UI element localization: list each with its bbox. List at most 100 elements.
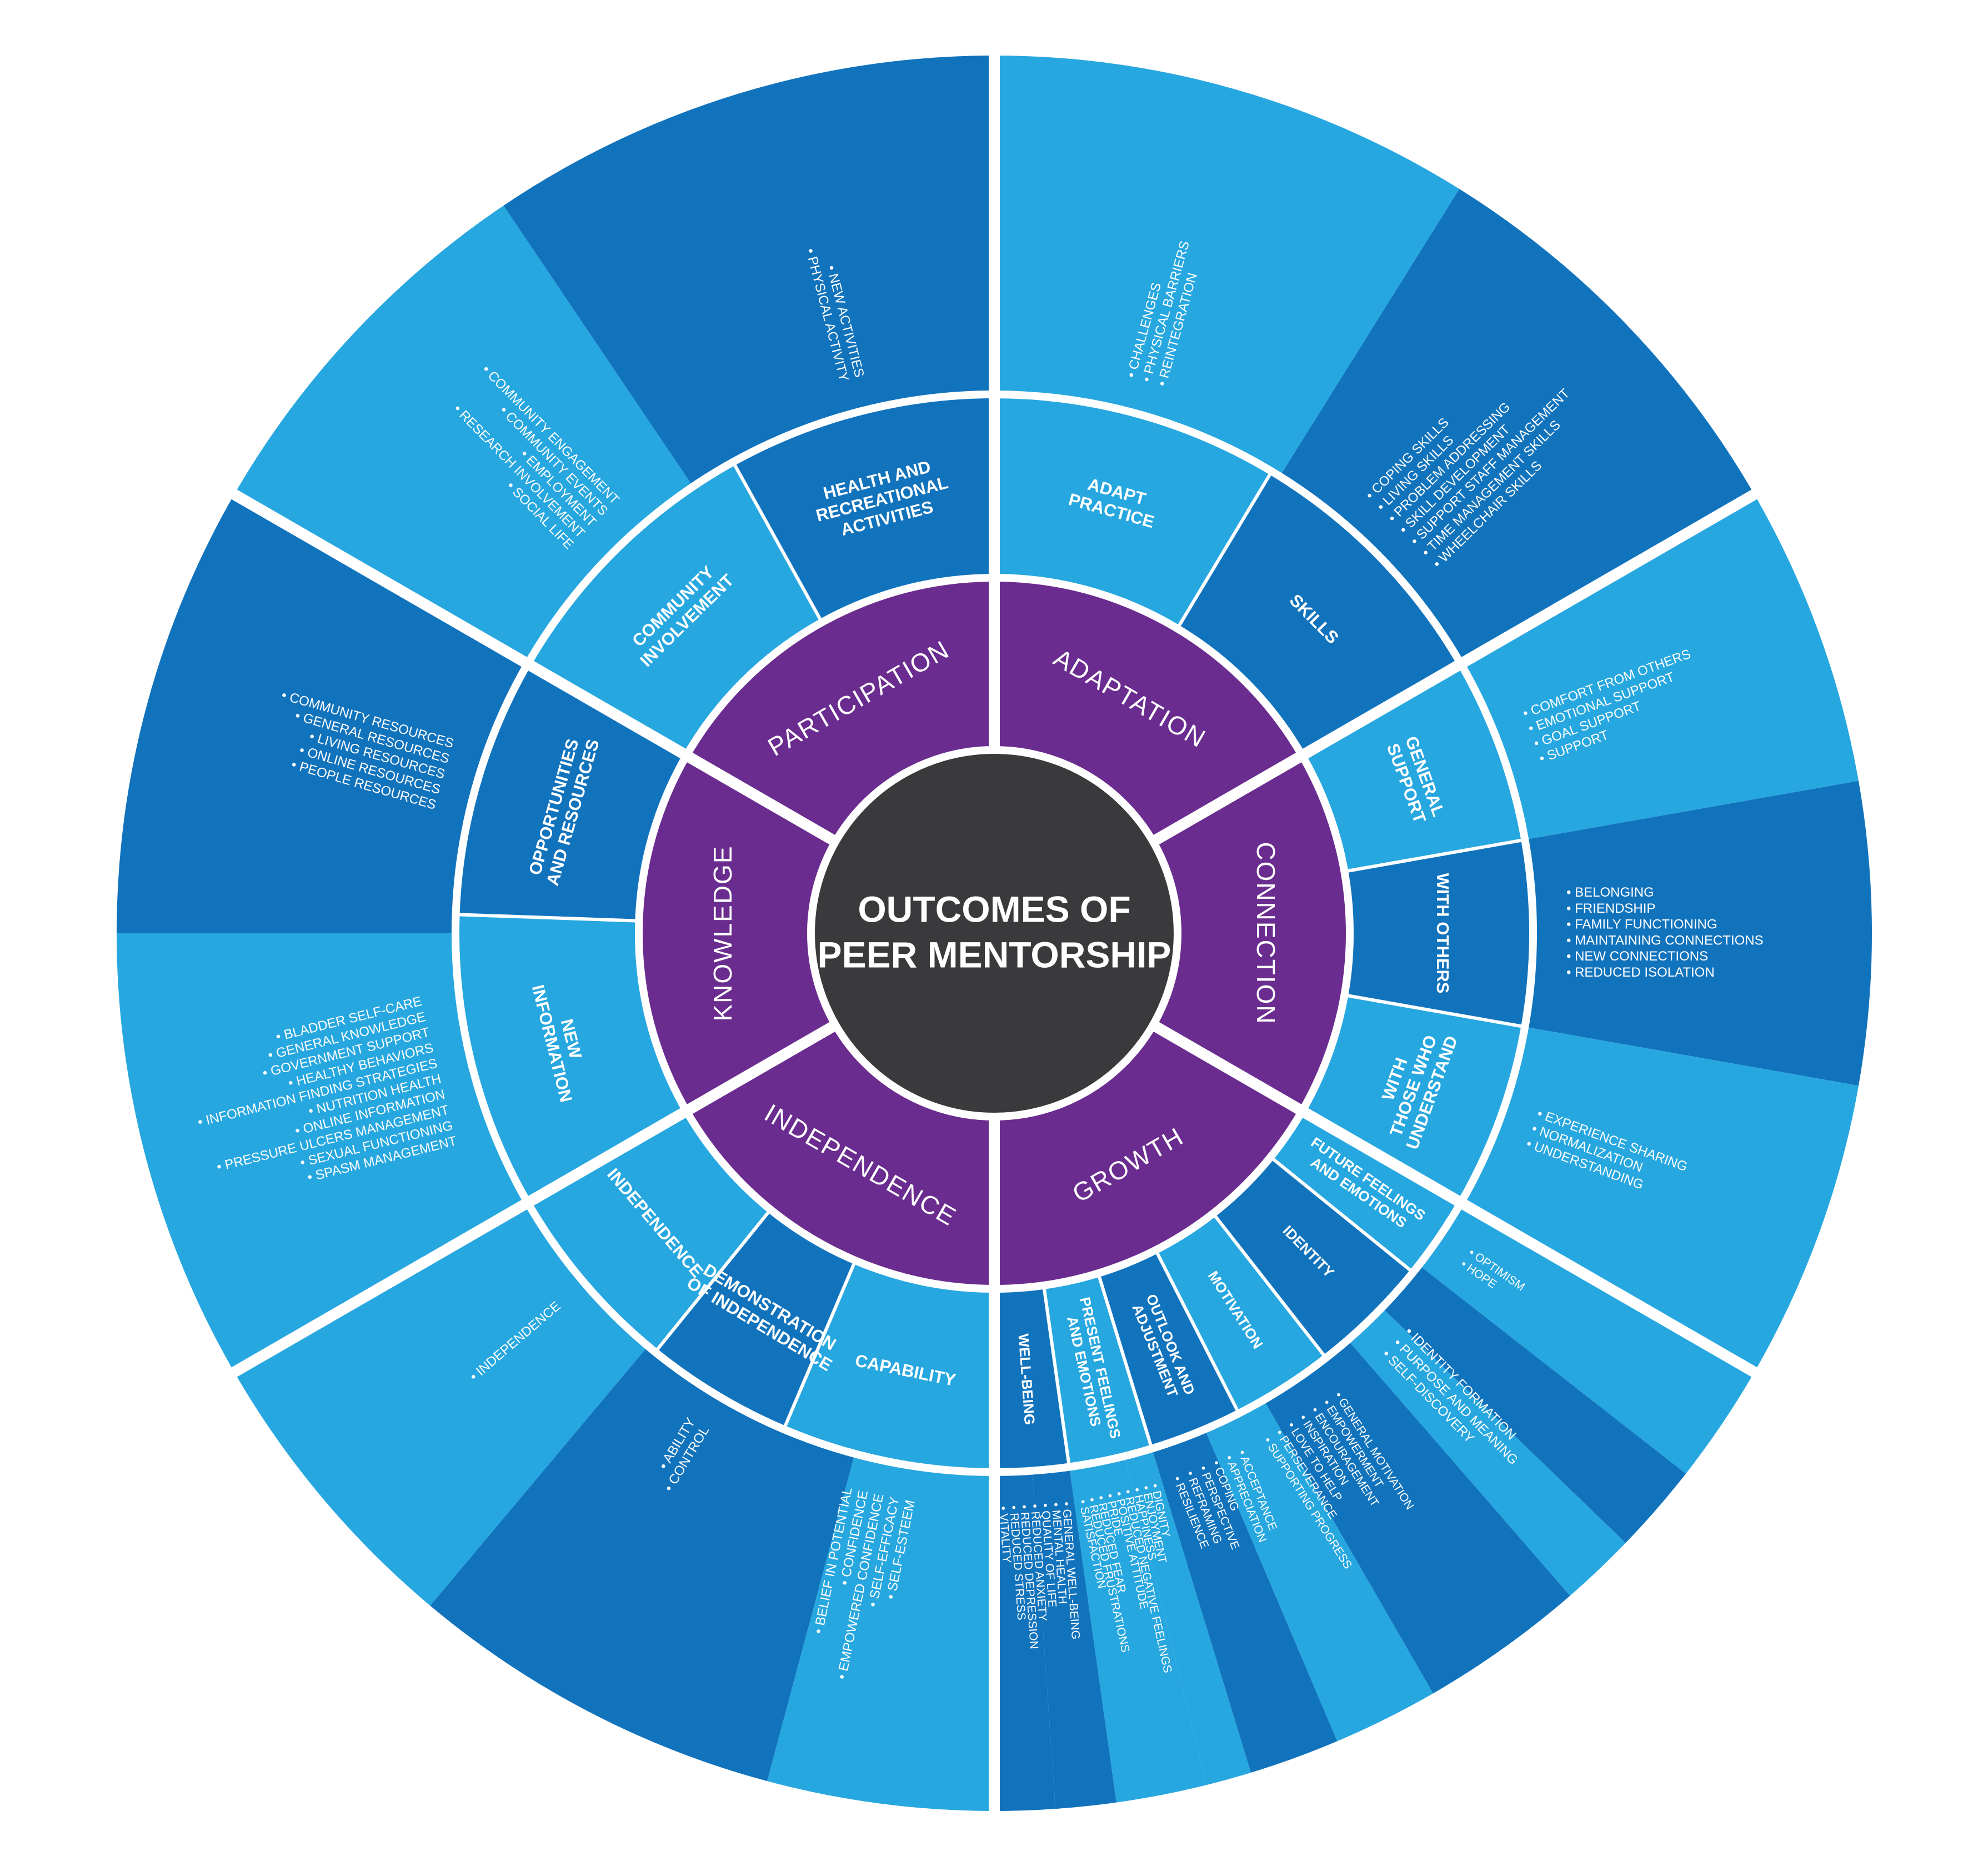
bullet-icon: • xyxy=(307,1103,319,1119)
outer-ring xyxy=(117,56,1872,1811)
outer-slice xyxy=(117,494,528,933)
outer-slice xyxy=(994,56,1460,477)
subcategory-identity xyxy=(1213,1157,1413,1358)
center-title-line-2: PEER MENTORSHIP xyxy=(818,934,1171,975)
bullet-icon: • xyxy=(274,1028,286,1045)
subcategory-divider xyxy=(1344,838,1525,873)
bullet-icon: • xyxy=(1076,1498,1090,1508)
bullet-icon: • xyxy=(803,247,819,258)
bullet-icon: • xyxy=(293,1122,305,1139)
bullet-icon: • xyxy=(1155,376,1171,388)
subcategory-divider xyxy=(1154,1249,1241,1414)
bullet-icon: • xyxy=(1028,1504,1041,1512)
bullet-icon: • xyxy=(823,264,840,276)
category-divider xyxy=(1148,488,1760,848)
outer-slice xyxy=(1069,1456,1207,1803)
subcategory-with-those-who-understand xyxy=(1302,995,1525,1203)
bullet-icon: • xyxy=(1566,901,1575,916)
subcategory-label-with-others: WITH OTHERS xyxy=(1433,873,1453,994)
outer-slice xyxy=(1381,1265,1686,1543)
bullet-icon: • xyxy=(1018,1504,1031,1513)
bullet-icon: • xyxy=(306,1169,318,1185)
bullet-icon: • xyxy=(1085,1497,1099,1507)
item-text: • NEW CONNECTIONS xyxy=(1566,949,1708,964)
outer-slice xyxy=(1461,494,1859,840)
outer-slice xyxy=(1280,189,1755,664)
center-title-line-1: OUTCOMES OF xyxy=(858,888,1130,929)
item-text: • FRIENDSHIP xyxy=(1566,901,1655,916)
bullet-icon: • xyxy=(1139,1484,1153,1494)
bullet-icon: • xyxy=(1566,917,1575,932)
bullet-icon: • xyxy=(1566,949,1575,964)
category-divider xyxy=(228,1018,841,1379)
outer-slice xyxy=(1264,1340,1570,1694)
bullet-icon: • xyxy=(1103,1492,1117,1502)
bullet-icon: • xyxy=(865,1597,882,1608)
outer-slice xyxy=(234,1203,648,1606)
category-divider xyxy=(228,488,841,848)
outer-slice xyxy=(1525,781,1872,1086)
subcategory-divider xyxy=(1096,1273,1154,1449)
item-label: REDUCED ISOLATION xyxy=(1575,965,1715,980)
bullet-icon: • xyxy=(1094,1494,1108,1504)
outer-slice xyxy=(117,933,528,1372)
outer-slice xyxy=(994,1470,1056,1811)
center-hub: OUTCOMES OF PEER MENTORSHIP xyxy=(807,746,1181,1120)
bullet-icon: • xyxy=(834,1669,850,1680)
subcategory-future-feelings-and-emotions xyxy=(1270,1111,1461,1273)
center-circle xyxy=(807,746,1181,1120)
bullet-icon: • xyxy=(279,688,292,704)
bullet-icon: • xyxy=(215,1158,227,1175)
bullet-icon: • xyxy=(811,1624,827,1635)
bullet-icon: • xyxy=(1139,372,1156,384)
category-label-connection: CONNECTION xyxy=(1251,842,1280,1024)
outer-slice xyxy=(234,206,693,664)
bullet-icon: • xyxy=(1566,933,1575,948)
item-label: FRIENDSHIP xyxy=(1575,901,1655,916)
bullet-icon: • xyxy=(1113,1490,1126,1500)
outer-slice xyxy=(1419,1203,1755,1474)
subcategory-community-involvement xyxy=(527,462,822,756)
bullet-icon: • xyxy=(1039,1503,1052,1511)
subcategory-motivation xyxy=(1155,1213,1326,1414)
bullet-icon: • xyxy=(293,708,306,725)
item-label: BELONGING xyxy=(1575,885,1654,900)
subcategory-adapt-practice xyxy=(994,394,1272,629)
item-label: NEW CONNECTIONS xyxy=(1575,949,1708,964)
subcategory-health-and-recreational-activities xyxy=(733,394,994,623)
outer-slice xyxy=(1151,1429,1338,1773)
outer-slice xyxy=(503,56,994,487)
item-text: • MAINTAINING CONNECTIONS xyxy=(1566,933,1764,948)
bullet-icon: • xyxy=(261,1064,273,1081)
bullet-icon: • xyxy=(298,743,310,759)
bullet-icon: • xyxy=(1124,367,1140,379)
item-text: • FAMILY FUNCTIONING xyxy=(1566,917,1717,932)
subcategory-general-support xyxy=(1302,664,1525,872)
category-independence xyxy=(686,1025,994,1289)
item-text: • BELONGING xyxy=(1566,885,1654,900)
subcategory-outlook-and-adjustment xyxy=(1098,1250,1239,1449)
category-connection xyxy=(1153,756,1350,1111)
outer-slice xyxy=(1461,1027,1859,1372)
category-knowledge xyxy=(639,756,836,1111)
item-list-with-others: • BELONGING• FRIENDSHIP• FAMILY FUNCTION… xyxy=(1566,885,1764,980)
bullet-icon: • xyxy=(883,1589,899,1600)
subcategory-divider xyxy=(1042,1285,1071,1467)
category-participation xyxy=(686,578,994,842)
bullet-icon: • xyxy=(1049,1502,1063,1510)
item-label: MAINTAINING CONNECTIONS xyxy=(1575,933,1764,948)
category-growth xyxy=(994,1025,1303,1289)
outer-slice xyxy=(1348,1307,1626,1596)
outer-slice xyxy=(1031,1467,1116,1809)
category-divider xyxy=(1148,1018,1760,1379)
bullet-icon: • xyxy=(1007,1505,1020,1513)
item-label: FAMILY FUNCTIONING xyxy=(1575,917,1717,932)
bullet-icon: • xyxy=(308,729,320,746)
category-adaptation xyxy=(994,578,1303,842)
subcategory-well-being xyxy=(994,1285,1069,1472)
subcategory-divider xyxy=(1344,993,1525,1029)
subcategory-with-others xyxy=(1344,839,1533,1027)
bullet-icon: • xyxy=(1149,1483,1163,1493)
subcategory-new-information xyxy=(455,914,687,1203)
